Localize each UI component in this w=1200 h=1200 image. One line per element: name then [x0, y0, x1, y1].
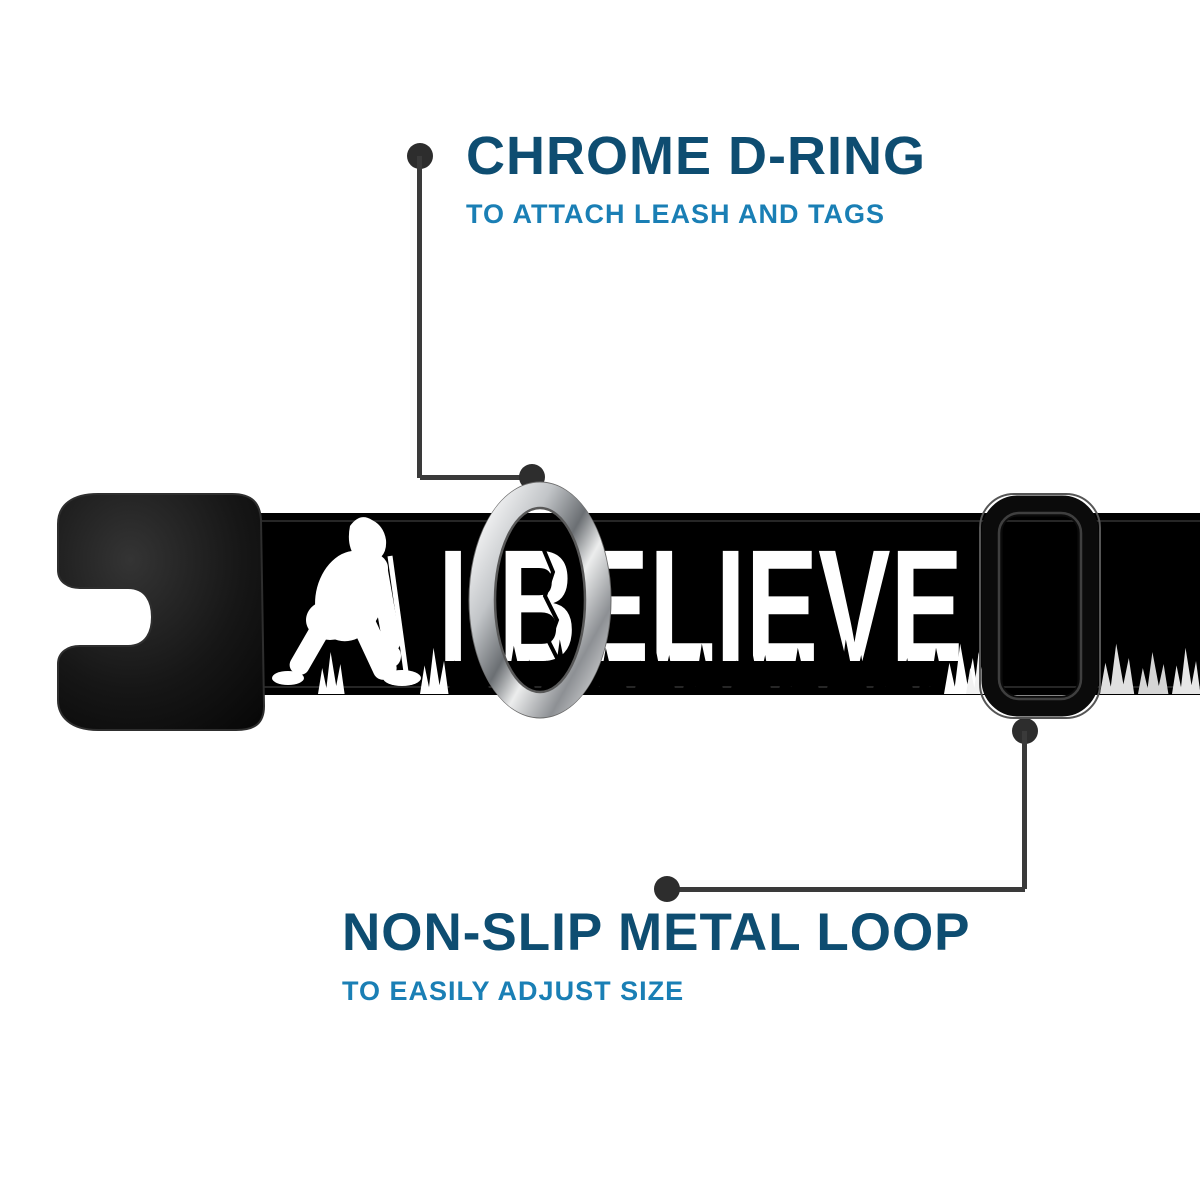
callout-top-line-vertical [417, 156, 422, 478]
callout-top-line-horizontal [420, 475, 532, 480]
callout-top: CHROME D-RING TO ATTACH LEASH AND TAGS [466, 129, 926, 230]
callout-bottom-line-vertical [1022, 731, 1027, 889]
callout-top-subtitle: TO ATTACH LEASH AND TAGS [466, 199, 885, 229]
callout-bottom-title: NON-SLIP METAL LOOP [342, 903, 971, 962]
buckle-icon [57, 493, 266, 731]
d-ring-icon [468, 481, 612, 719]
callout-bottom-subtitle: TO EASILY ADJUST SIZE [342, 976, 685, 1006]
metal-loop-icon [979, 493, 1101, 719]
walking-stick-icon [387, 555, 409, 673]
callout-top-title: CHROME D-RING [466, 126, 926, 186]
callout-bottom-dot-end [654, 876, 680, 902]
callout-bottom-line-horizontal [667, 887, 1025, 892]
crack-detail [541, 547, 560, 661]
callout-bottom: NON-SLIP METAL LOOP TO EASILY ADJUST SIZ… [342, 906, 971, 1007]
bigfoot-icon [272, 517, 421, 686]
